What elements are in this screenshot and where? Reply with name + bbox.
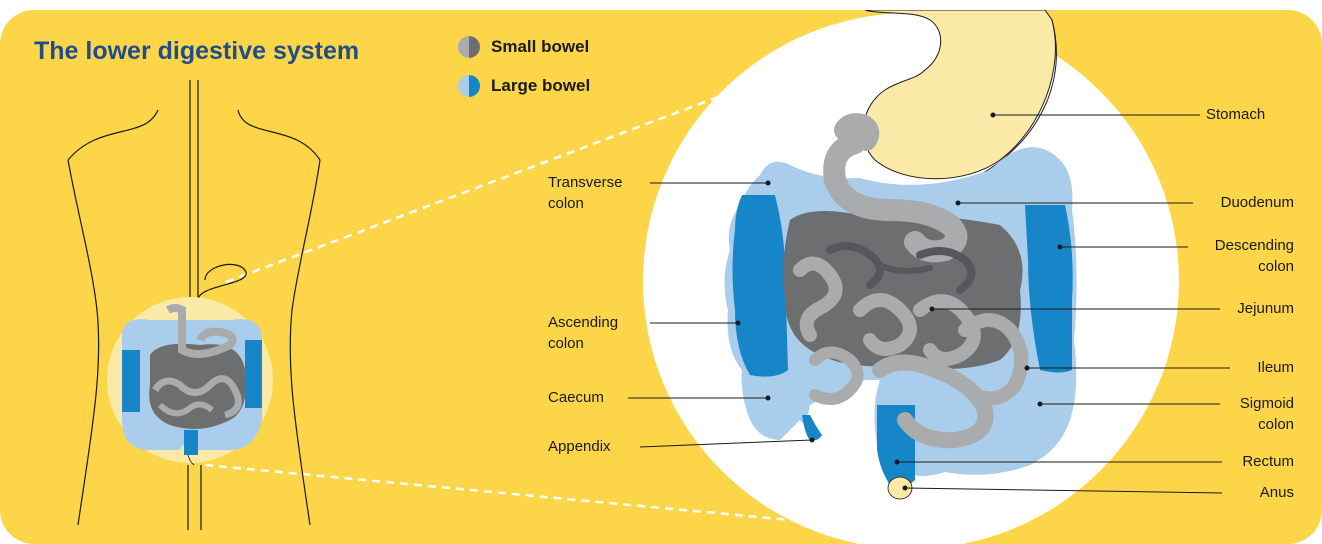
small-zoom-circle [107,297,273,465]
label-line: Sigmoid [1240,393,1294,414]
label-stomach: Stomach [1206,104,1265,125]
ascending-colon-dark [733,195,789,377]
label-line: Ascending [548,312,618,333]
label-transverse-colon: Transverse colon [548,172,622,214]
label-caecum: Caecum [548,387,604,408]
label-duodenum: Duodenum [1221,192,1294,213]
label-descending-colon: Descending colon [1215,235,1294,277]
legend-label: Small bowel [491,37,589,57]
label-ascending-colon: Ascending colon [548,312,618,354]
label-sigmoid-colon: Sigmoid colon [1240,393,1294,435]
legend-large-bowel: Large bowel [458,75,590,97]
legend-small-bowel: Small bowel [458,36,589,58]
label-line: colon [1215,256,1294,277]
label-ileum: Ileum [1257,357,1294,378]
large-bowel-swatch-icon [458,75,480,97]
label-appendix: Appendix [548,436,611,457]
label-line: colon [548,193,622,214]
label-line: Transverse [548,172,622,193]
label-anus: Anus [1260,482,1294,503]
small-bowel-swatch-icon [458,36,480,58]
digestive-system-illustration [0,10,1322,544]
label-line: colon [548,333,618,354]
label-line: colon [1240,414,1294,435]
label-line: Descending [1215,235,1294,256]
label-jejunum: Jejunum [1237,298,1294,319]
diagram-panel: The lower digestive system Small bowel L… [0,10,1322,544]
legend-label: Large bowel [491,76,590,96]
label-rectum: Rectum [1242,451,1294,472]
large-zoom-circle [643,10,1179,544]
diagram-title: The lower digestive system [34,37,359,66]
